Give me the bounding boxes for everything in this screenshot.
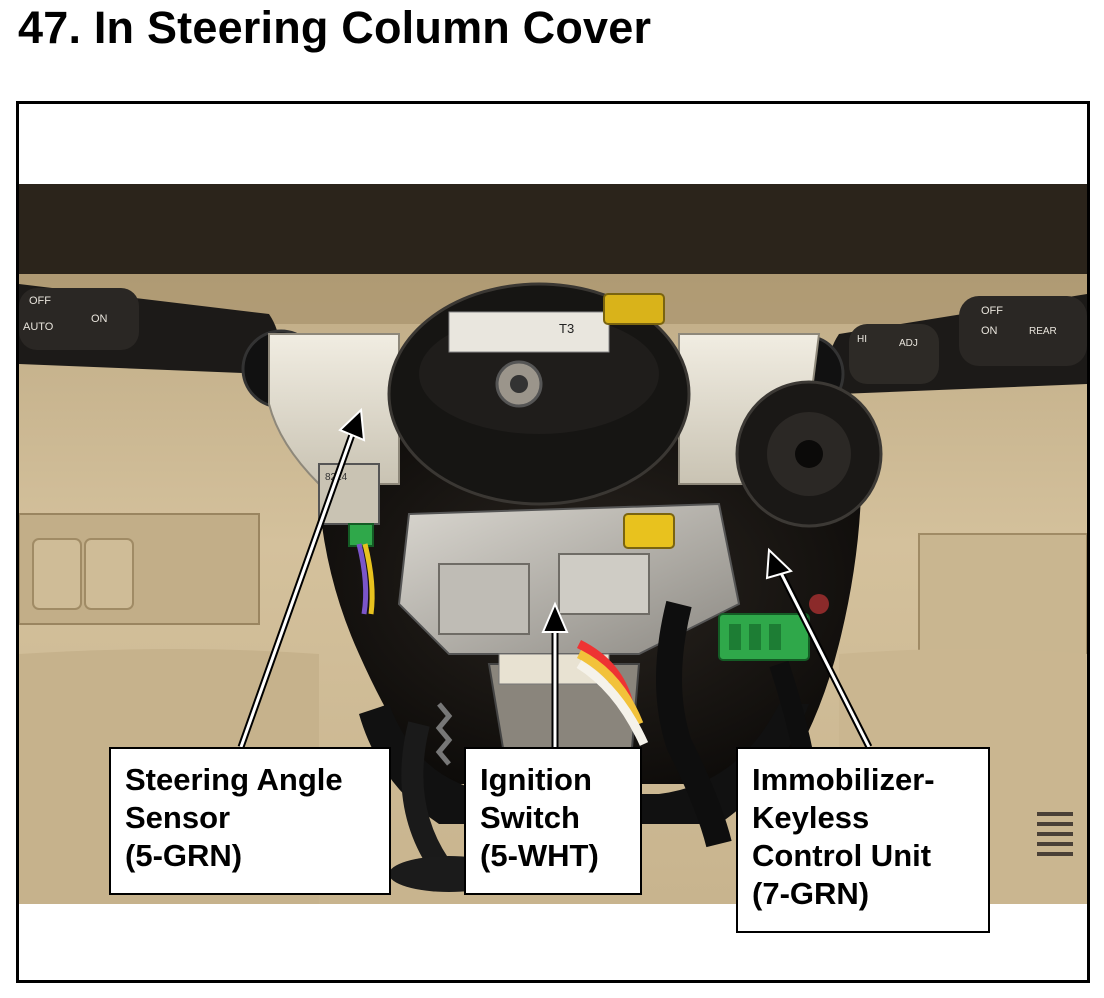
callout-line: (7-GRN) bbox=[752, 876, 870, 911]
svg-text:OFF: OFF bbox=[981, 305, 1003, 317]
callout-line: (5-WHT) bbox=[480, 838, 599, 873]
svg-text:T3: T3 bbox=[559, 321, 574, 336]
callout-line: Sensor bbox=[125, 800, 231, 835]
immobilizer-green-connector bbox=[718, 613, 810, 661]
wiring-harness bbox=[656, 600, 732, 848]
dash-blank-switch-right bbox=[84, 538, 134, 610]
svg-text:ON: ON bbox=[91, 313, 108, 325]
callout-immobilizer-keyless-control-unit: Immobilizer- Keyless Control Unit (7-GRN… bbox=[736, 747, 990, 933]
callout-line: Switch bbox=[480, 800, 580, 835]
callout-line: Steering Angle bbox=[125, 762, 343, 797]
steering-angle-sensor-connector: 8214 bbox=[318, 463, 380, 615]
callout-line: Immobilizer- bbox=[752, 762, 935, 797]
page-title: 47. In Steering Column Cover bbox=[18, 2, 652, 53]
callout-steering-angle-sensor: Steering Angle Sensor (5-GRN) bbox=[109, 747, 391, 895]
callout-arrows bbox=[237, 407, 873, 749]
svg-text:REAR: REAR bbox=[1029, 326, 1057, 337]
svg-text:ON: ON bbox=[981, 325, 998, 337]
srs-yellow-connector bbox=[623, 513, 675, 549]
callout-line: Keyless bbox=[752, 800, 870, 835]
callout-line: (5-GRN) bbox=[125, 838, 243, 873]
svg-text:HI: HI bbox=[857, 334, 867, 345]
immobilizer-key-cylinder bbox=[735, 380, 883, 528]
svg-text:AUTO: AUTO bbox=[23, 321, 54, 333]
arrowhead-ignition bbox=[541, 601, 569, 633]
svg-text:ADJ: ADJ bbox=[899, 338, 918, 349]
vent-grille-icon bbox=[1037, 812, 1073, 856]
callout-line: Ignition bbox=[480, 762, 592, 797]
callout-line: Control Unit bbox=[752, 838, 932, 873]
figure-frame: OFF ON AUTO OFF ON ADJ REAR HI T3 bbox=[16, 101, 1090, 983]
callout-ignition-switch: Ignition Switch (5-WHT) bbox=[464, 747, 642, 895]
clock-spring-cable-reel: T3 bbox=[387, 282, 691, 506]
svg-text:OFF: OFF bbox=[29, 295, 51, 307]
dash-blank-switch-left bbox=[32, 538, 82, 610]
arrowhead-immobilizer bbox=[765, 547, 793, 580]
arrowhead-steering-angle bbox=[338, 407, 366, 442]
